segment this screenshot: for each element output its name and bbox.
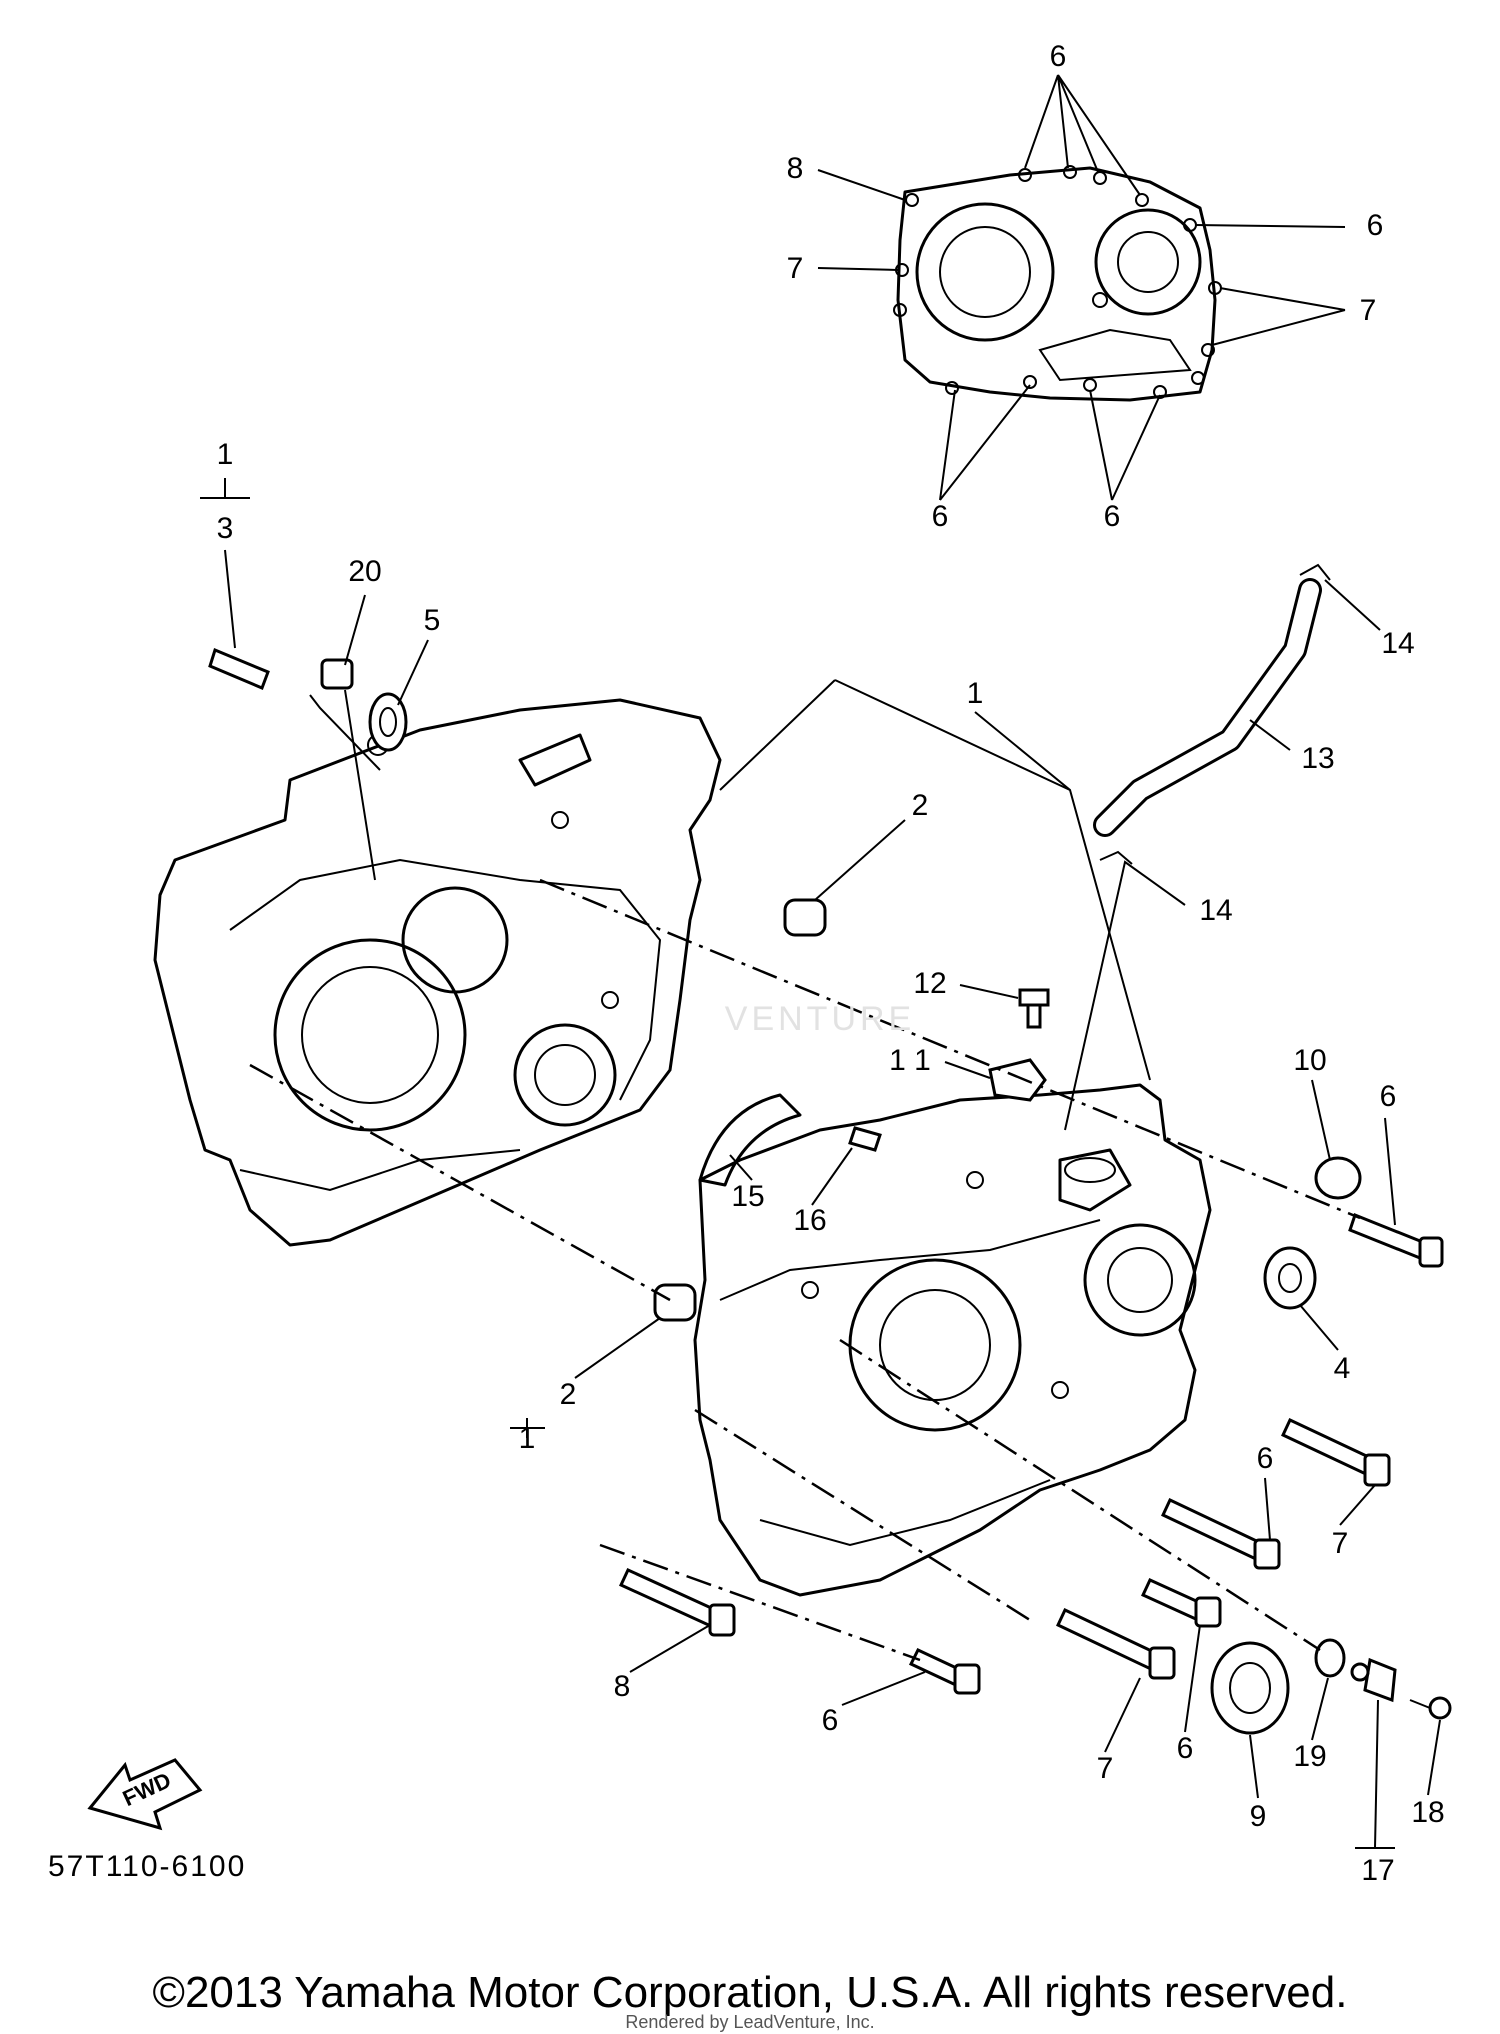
switch-17 bbox=[1350, 1657, 1397, 1703]
callout-c8a: 8 bbox=[787, 152, 804, 185]
bolt-6-mid bbox=[1161, 1497, 1281, 1570]
oil-seal-5 bbox=[368, 692, 408, 752]
callout-c14a: 14 bbox=[1381, 627, 1414, 660]
callout-c9: 9 bbox=[1250, 1800, 1267, 1833]
bolt-7-lower bbox=[1056, 1607, 1176, 1680]
callout-c3: 3 bbox=[217, 512, 234, 545]
clip-14 bbox=[1099, 563, 1331, 865]
callout-c2a: 2 bbox=[912, 789, 929, 822]
callout-c14b: 14 bbox=[1199, 894, 1232, 927]
dowel-pin-2-lower bbox=[653, 1283, 697, 1322]
callout-c12: 12 bbox=[913, 967, 946, 1000]
oil-seal-4 bbox=[1263, 1246, 1317, 1310]
callout-c11: 1 1 bbox=[889, 1044, 931, 1077]
callout-c15: 15 bbox=[731, 1180, 764, 1213]
callout-c6c: 6 bbox=[932, 500, 949, 533]
callout-c2b: 2 bbox=[560, 1378, 577, 1411]
callout-c1c: 1 bbox=[519, 1422, 536, 1455]
callout-c7c: 7 bbox=[1332, 1527, 1349, 1560]
callout-c6a: 6 bbox=[1050, 40, 1067, 73]
callout-c6h: 6 bbox=[1177, 1732, 1194, 1765]
callout-c16: 16 bbox=[793, 1204, 826, 1237]
bolt-8-lower bbox=[619, 1568, 736, 1637]
callout-c7b: 7 bbox=[1360, 294, 1377, 327]
cap-10 bbox=[1314, 1156, 1362, 1200]
fwd-arrow: FWD bbox=[87, 1758, 203, 1831]
callout-c10: 10 bbox=[1293, 1044, 1326, 1077]
assembly-lines bbox=[249, 878, 1361, 1662]
plug-20 bbox=[320, 658, 354, 690]
callout-c1a: 1 bbox=[217, 438, 234, 471]
right-crankcase bbox=[693, 1083, 1212, 1597]
callout-c4: 4 bbox=[1334, 1352, 1351, 1385]
callout-c6f: 6 bbox=[1257, 1442, 1274, 1475]
bolt-6-right bbox=[1348, 1213, 1444, 1268]
callout-c20: 20 bbox=[348, 555, 381, 588]
callout-c19: 19 bbox=[1293, 1740, 1326, 1773]
callout-c7d: 7 bbox=[1097, 1752, 1114, 1785]
bolt-6-lower-right bbox=[1141, 1578, 1222, 1628]
left-crankcase bbox=[153, 698, 722, 1247]
watermark: VENTURE bbox=[724, 1000, 916, 1038]
callout-c13: 13 bbox=[1301, 742, 1334, 775]
callout-c6e: 6 bbox=[1380, 1080, 1397, 1113]
callout-leaders bbox=[200, 478, 1441, 1849]
callout-c18: 18 bbox=[1411, 1796, 1444, 1829]
hose-13 bbox=[1093, 578, 1322, 837]
callout-c6d: 6 bbox=[1104, 500, 1121, 533]
breather-joint-11 bbox=[988, 1058, 1047, 1102]
callout-c6b: 6 bbox=[1367, 209, 1384, 242]
copyright-notice: ©2013 Yamaha Motor Corporation, U.S.A. A… bbox=[152, 1968, 1348, 2017]
screw-12 bbox=[1018, 988, 1050, 1029]
bolt-6-lower bbox=[908, 1648, 981, 1695]
inset-bolt-holes bbox=[893, 165, 1222, 399]
diagram-code: 57T110-6100 bbox=[48, 1850, 247, 1883]
holder-15 bbox=[698, 1093, 802, 1187]
bolt-7-right bbox=[1281, 1418, 1391, 1487]
bolt-16 bbox=[848, 1126, 882, 1152]
callout-c17: 17 bbox=[1361, 1854, 1394, 1887]
callout-c6g: 6 bbox=[822, 1704, 839, 1737]
dowel-pin-3 bbox=[208, 647, 270, 690]
washer-19 bbox=[1314, 1638, 1346, 1678]
crankcase-face-inset bbox=[817, 74, 1346, 501]
dowel-pin-2-upper bbox=[783, 898, 827, 937]
inset-leader-lines bbox=[817, 74, 1346, 501]
rendered-by-notice: Rendered by LeadVenture, Inc. bbox=[625, 2012, 875, 2032]
callout-c1b: 1 bbox=[967, 677, 984, 710]
callout-c5: 5 bbox=[424, 604, 441, 637]
oil-seal-9 bbox=[1210, 1641, 1290, 1735]
callout-c8b: 8 bbox=[614, 1670, 631, 1703]
screw-18 bbox=[1409, 1696, 1452, 1720]
callout-c7a: 7 bbox=[787, 252, 804, 285]
